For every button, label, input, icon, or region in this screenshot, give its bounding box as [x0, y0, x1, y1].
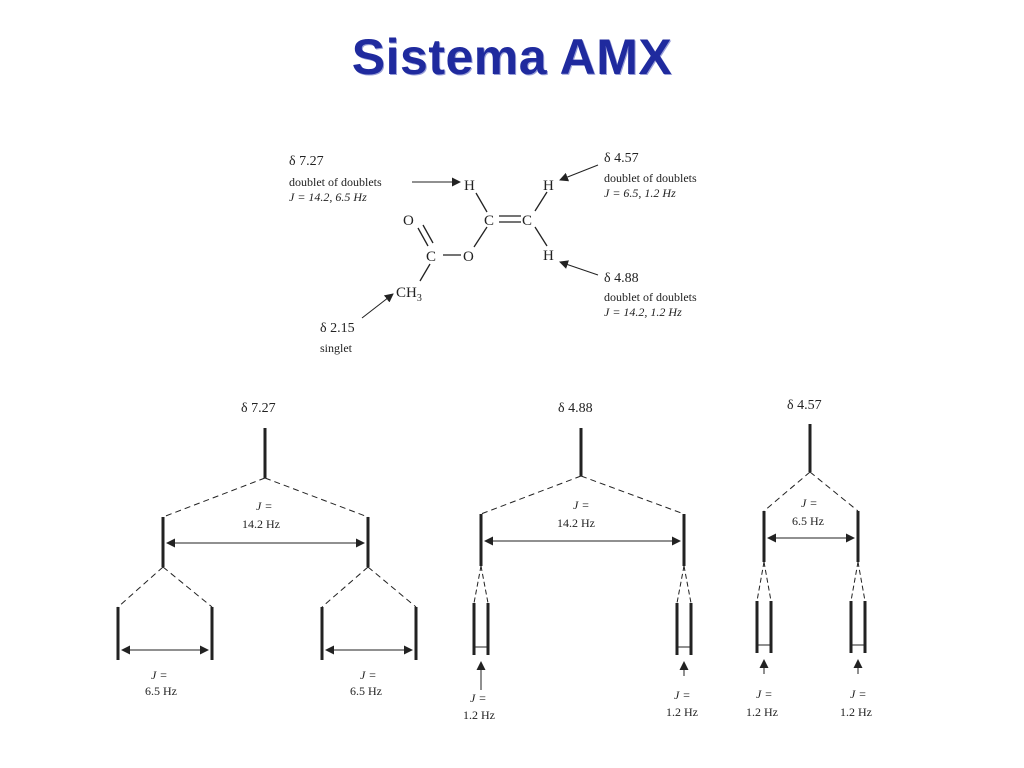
- j-big-label-2: 14.2 Hz: [557, 516, 595, 530]
- bond-c2-hc: [534, 226, 548, 247]
- ch3-subscript: 3: [417, 293, 422, 304]
- atom-c-carbonyl: C: [426, 249, 436, 265]
- j-small-right-label-2: 1.2 Hz: [666, 705, 698, 719]
- j-small-right-label-1: J =: [360, 668, 376, 682]
- split-level-1: [162, 477, 369, 518]
- splitting-tree-727: δ 7.27 J = 14.2 Hz J = 6.5 Hz J = 6.5 Hz: [116, 401, 418, 698]
- atom-o-ester: O: [463, 249, 474, 265]
- shift-label: δ 4.57: [604, 151, 639, 166]
- j-small-right-label-2: 6.5 Hz: [350, 684, 382, 698]
- bond-c-o-double-b: [422, 224, 434, 244]
- bond-c2-hb: [534, 191, 548, 212]
- tree-shift-label: δ 7.27: [241, 401, 276, 416]
- multiplicity-label: doublet of doublets: [289, 175, 382, 189]
- coupling-label: J = 6.5, 1.2 Hz: [604, 186, 676, 200]
- j-big-label-1: J =: [573, 498, 589, 512]
- tree-shift-label: δ 4.88: [558, 401, 593, 416]
- split-level-1: [480, 475, 685, 515]
- split-level-2-right: [676, 565, 692, 604]
- multiplicity-label: doublet of doublets: [604, 290, 697, 304]
- j-big-label-2: 6.5 Hz: [792, 514, 824, 528]
- j-big-label-1: J =: [256, 499, 272, 513]
- coupling-label: J = 14.2, 6.5 Hz: [289, 190, 367, 204]
- tree-shift-label: δ 4.57: [787, 398, 822, 413]
- annotation-arrows: [361, 164, 599, 319]
- bond-c-o-double-a: [417, 227, 429, 247]
- arrow-ch3: [361, 293, 394, 319]
- j-small-left-label-2: 6.5 Hz: [145, 684, 177, 698]
- arrow-h488: [559, 260, 599, 276]
- j-small-left-label-2: 1.2 Hz: [463, 708, 495, 722]
- j-big-label-1: J =: [801, 496, 817, 510]
- annotation-h727: δ 7.27 doublet of doublets J = 14.2, 6.5…: [289, 154, 382, 204]
- split-level-2-left: [756, 561, 772, 602]
- annotation-ch3: δ 2.15 singlet: [320, 321, 355, 355]
- annotation-h488: δ 4.88 doublet of doublets J = 14.2, 1.2…: [604, 271, 697, 319]
- bond-c-ch3: [419, 263, 431, 282]
- j-small-right-label-2: 1.2 Hz: [840, 705, 872, 719]
- shift-label: δ 7.27: [289, 154, 324, 169]
- atom-o-carbonyl: O: [403, 213, 414, 229]
- j-small-left-label-1: J =: [756, 687, 772, 701]
- annotation-h457: δ 4.57 doublet of doublets J = 6.5, 1.2 …: [604, 151, 697, 200]
- split-level-2-left: [473, 565, 489, 604]
- vinyl-acetate-structure: [417, 191, 548, 282]
- split-level-1: [763, 471, 859, 512]
- coupling-label: J = 14.2, 1.2 Hz: [604, 305, 682, 319]
- j-small-left-label-1: J =: [151, 668, 167, 682]
- atom-c-vinyl-1: C: [484, 213, 494, 229]
- j-small-right-label-1: J =: [674, 688, 690, 702]
- slide-title: Sistema AMX: [351, 29, 673, 85]
- split-level-2-left: [117, 566, 213, 608]
- bond-ha-c1: [475, 192, 488, 213]
- bond-c1-oester: [473, 226, 488, 248]
- split-level-2-right: [850, 561, 866, 602]
- atom-h-b: H: [543, 178, 554, 194]
- shift-label: δ 2.15: [320, 321, 355, 336]
- splitting-tree-457: δ 4.57 J = 6.5 Hz J = 1.2 Hz J = 1.2 Hz: [746, 398, 872, 719]
- j-small-right-label-1: J =: [850, 687, 866, 701]
- atom-h-a: H: [464, 178, 475, 194]
- j-small-left-label-1: J =: [470, 691, 486, 705]
- split-level-2-right: [321, 566, 417, 608]
- j-big-label-2: 14.2 Hz: [242, 517, 280, 531]
- multiplicity-label: singlet: [320, 341, 353, 355]
- atom-ch3: CH3: [396, 285, 422, 304]
- splitting-tree-488: δ 4.88 J = 14.2 Hz J = 1.2 Hz J = 1.2 Hz: [463, 401, 698, 722]
- atom-h-c: H: [543, 248, 554, 264]
- multiplicity-label: doublet of doublets: [604, 171, 697, 185]
- atom-labels: H H H C C O C O CH3: [396, 178, 554, 304]
- j-small-left-label-2: 1.2 Hz: [746, 705, 778, 719]
- shift-label: δ 4.88: [604, 271, 639, 286]
- arrow-h457: [559, 164, 599, 182]
- atom-c-vinyl-2: C: [522, 213, 532, 229]
